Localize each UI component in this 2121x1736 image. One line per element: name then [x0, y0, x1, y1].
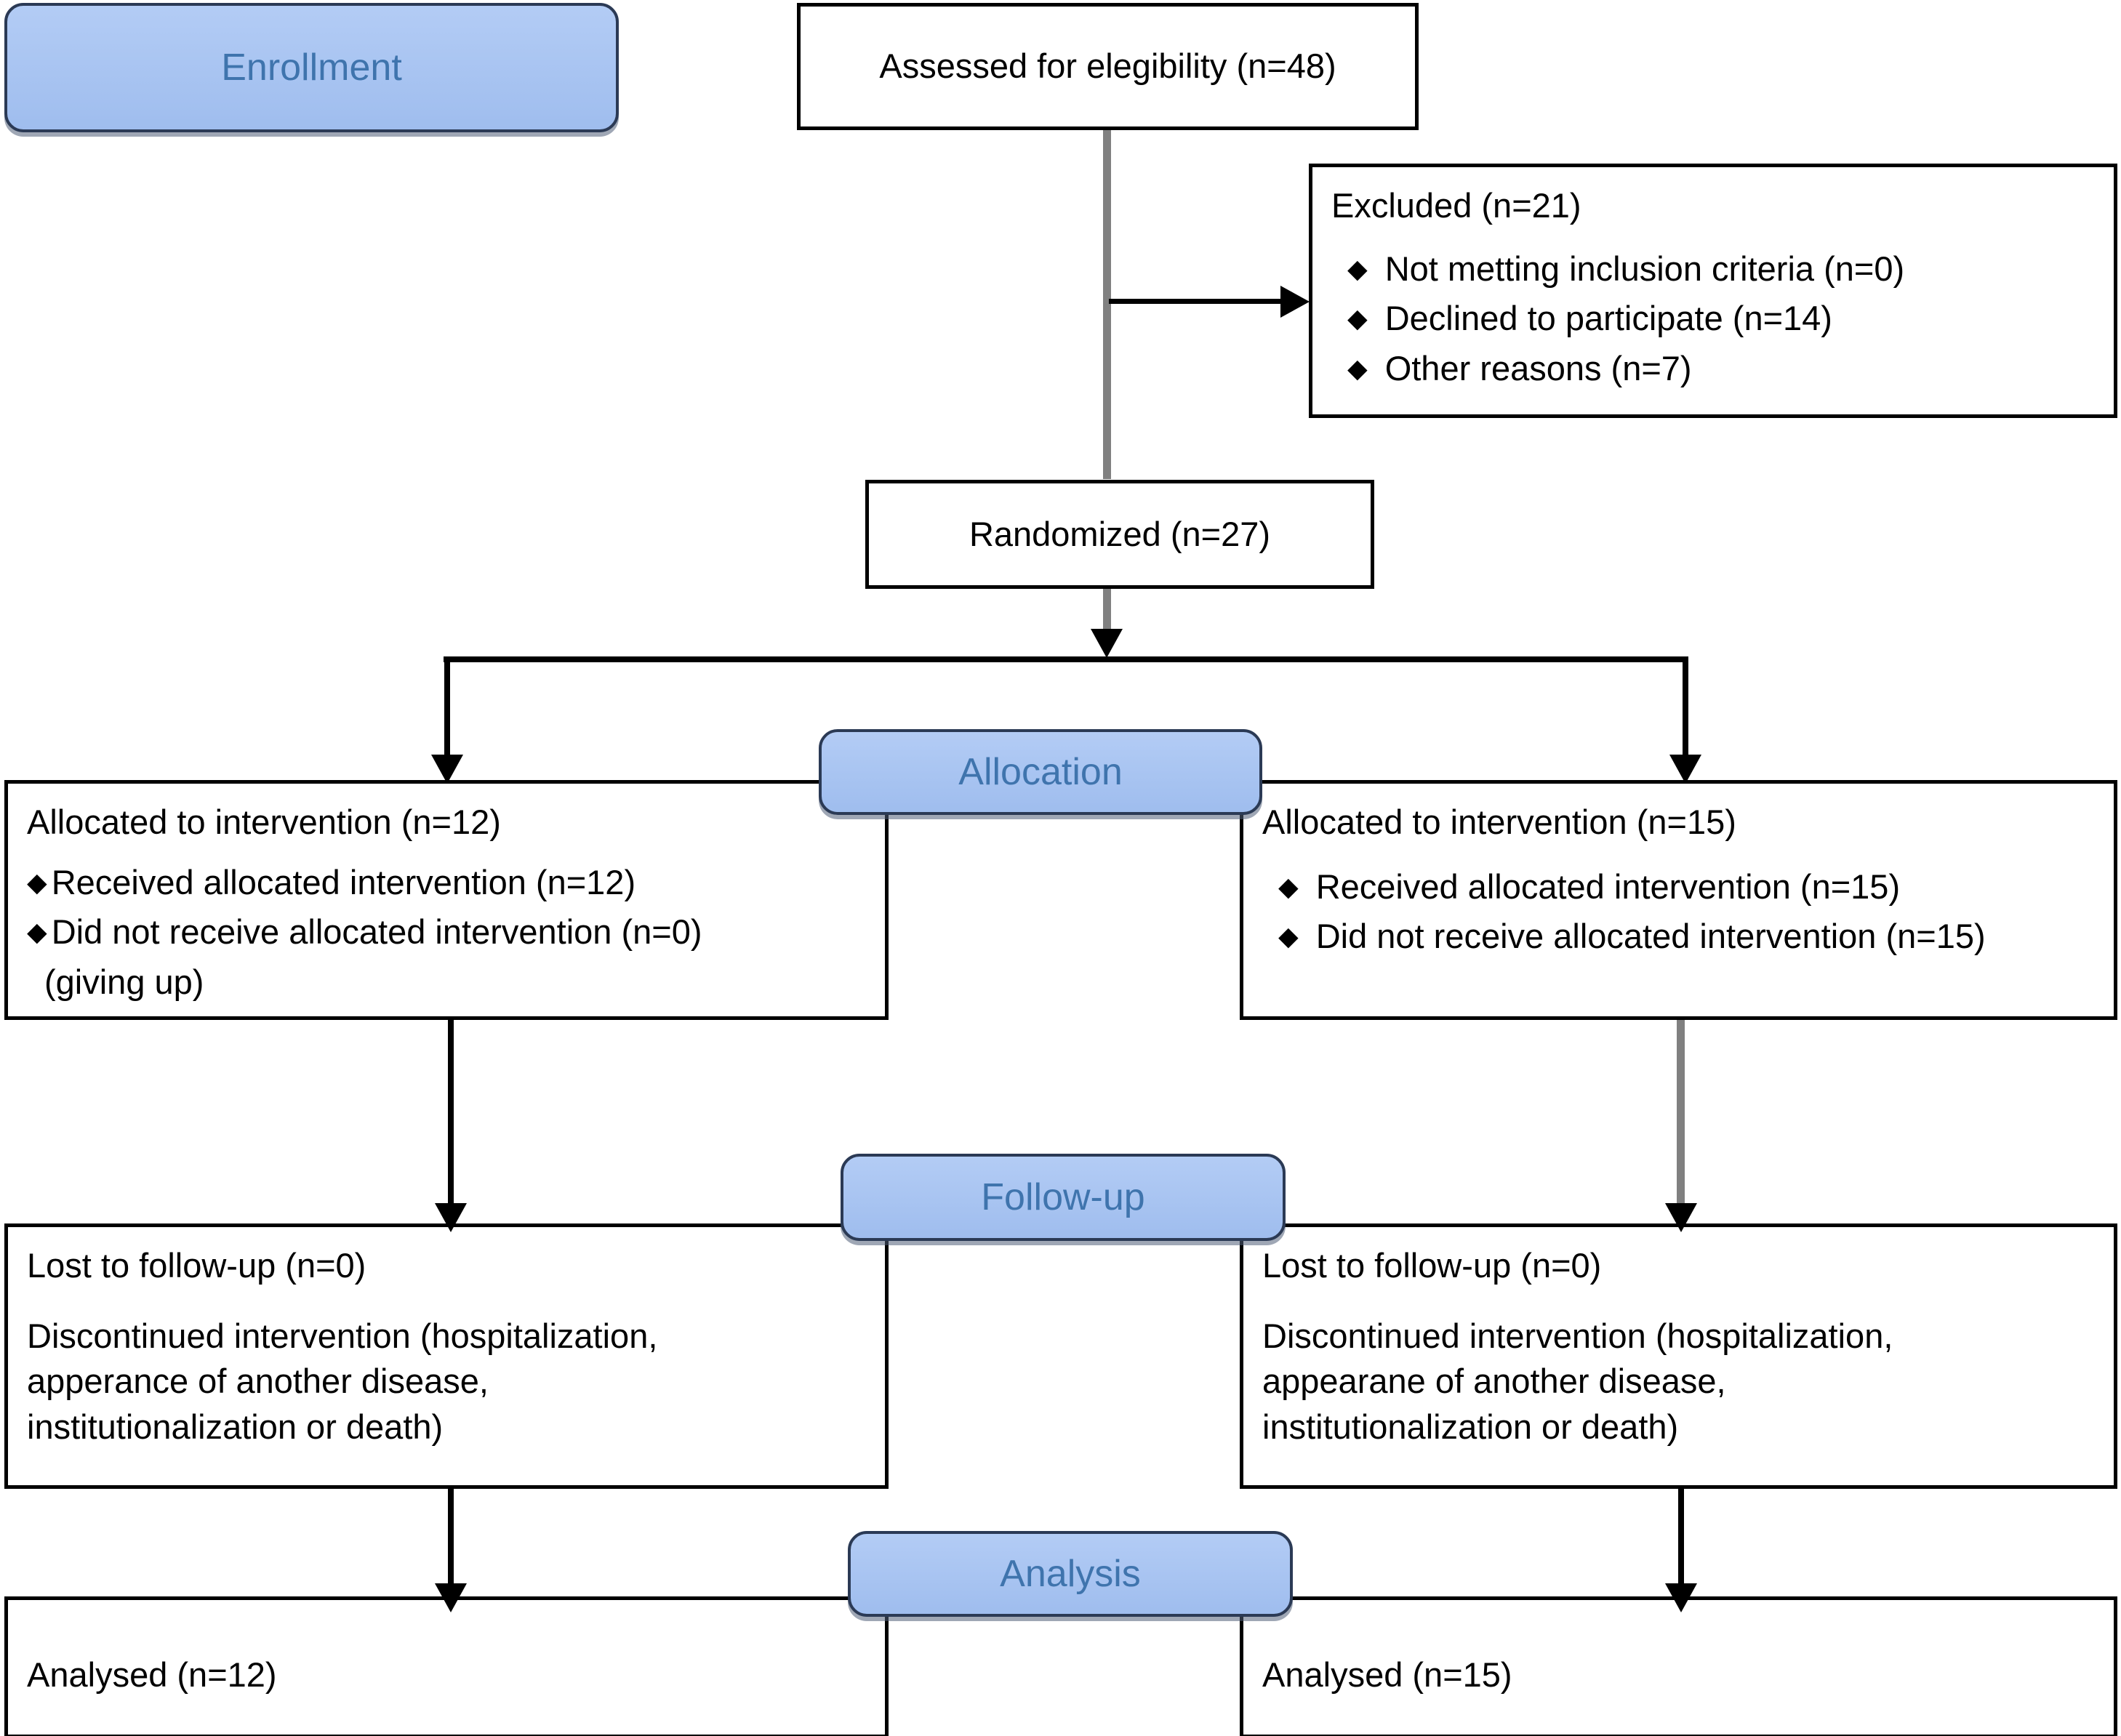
- connector-to-excluded: [1109, 299, 1291, 304]
- allocated-left-subnote: (giving up): [44, 962, 204, 1001]
- allocated-right-list: ◆ Received allocated intervention (n=15)…: [1262, 864, 2095, 960]
- list-item: ◆ Not metting inclusion criteria (n=0): [1331, 246, 2095, 292]
- followup-right-discontinued-line-3: institutionalization or death): [1262, 1407, 1679, 1446]
- connector-split-right: [1683, 656, 1688, 769]
- list-item: ◆ Did not receive allocated intervention…: [1262, 914, 2095, 960]
- connector-assessed-to-randomized: [1103, 130, 1111, 479]
- box-assessed-for-eligibility: Assessed for elegibility (n=48): [797, 3, 1419, 130]
- spacer: [1262, 1289, 2095, 1314]
- box-allocated-right: Allocated to intervention (n=15) ◆ Recei…: [1240, 780, 2117, 1020]
- diamond-bullet-icon: ◆: [27, 867, 47, 897]
- allocated-right-title: Allocated to intervention (n=15): [1262, 803, 1736, 841]
- arrowhead-to-excluded: [1280, 286, 1310, 318]
- allocated-left-title: Allocated to intervention (n=12): [27, 803, 501, 841]
- connector-followup-left-to-analysis: [448, 1489, 454, 1591]
- arrowhead-analysis-left: [435, 1583, 467, 1612]
- box-analysed-left: Analysed (n=12): [4, 1596, 889, 1736]
- followup-left-discontinued-line-1: Discontinued intervention (hospitalizati…: [27, 1316, 658, 1355]
- stage-badge-analysis: Analysis: [848, 1531, 1293, 1617]
- box-excluded: Excluded (n=21) ◆ Not metting inclusion …: [1309, 164, 2117, 418]
- connector-split-left: [444, 656, 450, 769]
- followup-right-discontinued-line-2: appearane of another disease,: [1262, 1362, 1726, 1400]
- followup-right-discontinued-line-1: Discontinued intervention (hospitalizati…: [1262, 1316, 1893, 1355]
- list-item: ◆ Other reasons (n=7): [1331, 346, 2095, 392]
- list-item: ◆ Did not receive allocated intervention…: [27, 909, 866, 955]
- connector-alloc-right-to-followup: [1677, 1020, 1685, 1220]
- diamond-bullet-icon: ◆: [1347, 303, 1368, 333]
- diamond-bullet-icon: ◆: [1347, 353, 1368, 383]
- stage-badge-allocation: Allocation: [819, 729, 1262, 815]
- excluded-title: Excluded (n=21): [1331, 186, 1581, 225]
- diamond-bullet-icon: ◆: [1278, 871, 1299, 901]
- analysed-left-label: Analysed (n=12): [27, 1655, 277, 1694]
- followup-right-lost: Lost to follow-up (n=0): [1262, 1246, 1602, 1285]
- stage-badge-followup: Follow-up: [841, 1154, 1286, 1241]
- arrowhead-right-allocation: [1669, 755, 1701, 784]
- box-followup-left: Lost to follow-up (n=0) Discontinued int…: [4, 1223, 889, 1489]
- connector-alloc-left-to-followup: [448, 1020, 454, 1220]
- list-item: ◆ Received allocated intervention (n=12): [27, 860, 866, 906]
- box-analysed-right: Analysed (n=15): [1240, 1596, 2117, 1736]
- connector-followup-right-to-analysis: [1678, 1489, 1684, 1591]
- arrowhead-randomized-split: [1091, 629, 1123, 658]
- arrowhead-left-allocation: [431, 755, 463, 784]
- list-item: ◆ Received allocated intervention (n=15): [1262, 864, 2095, 910]
- box-randomized: Randomized (n=27): [865, 480, 1374, 589]
- assessed-label: Assessed for elegibility (n=48): [879, 47, 1336, 86]
- randomized-label: Randomized (n=27): [969, 514, 1271, 553]
- arrowhead-followup-right: [1665, 1203, 1697, 1232]
- followup-left-lost: Lost to follow-up (n=0): [27, 1246, 366, 1285]
- split-bar-allocation: [444, 656, 1688, 662]
- followup-left-discontinued-line-2: apperance of another disease,: [27, 1362, 489, 1400]
- list-item: ◆ Declined to participate (n=14): [1331, 296, 2095, 342]
- diamond-bullet-icon: ◆: [1347, 253, 1368, 284]
- box-allocated-left: Allocated to intervention (n=12) ◆ Recei…: [4, 780, 889, 1020]
- allocated-left-list: ◆ Received allocated intervention (n=12)…: [27, 860, 866, 1005]
- connector-randomized-down: [1103, 589, 1111, 634]
- box-followup-right: Lost to follow-up (n=0) Discontinued int…: [1240, 1223, 2117, 1489]
- stage-badge-enrollment: Enrollment: [4, 3, 619, 132]
- spacer: [27, 1289, 866, 1314]
- excluded-reason-list: ◆ Not metting inclusion criteria (n=0) ◆…: [1331, 246, 2095, 392]
- analysed-right-label: Analysed (n=15): [1262, 1655, 1512, 1694]
- arrowhead-followup-left: [435, 1203, 467, 1232]
- diamond-bullet-icon: ◆: [1278, 921, 1299, 951]
- diamond-bullet-icon: ◆: [27, 917, 47, 947]
- followup-left-discontinued-line-3: institutionalization or death): [27, 1407, 444, 1446]
- arrowhead-analysis-right: [1665, 1583, 1697, 1612]
